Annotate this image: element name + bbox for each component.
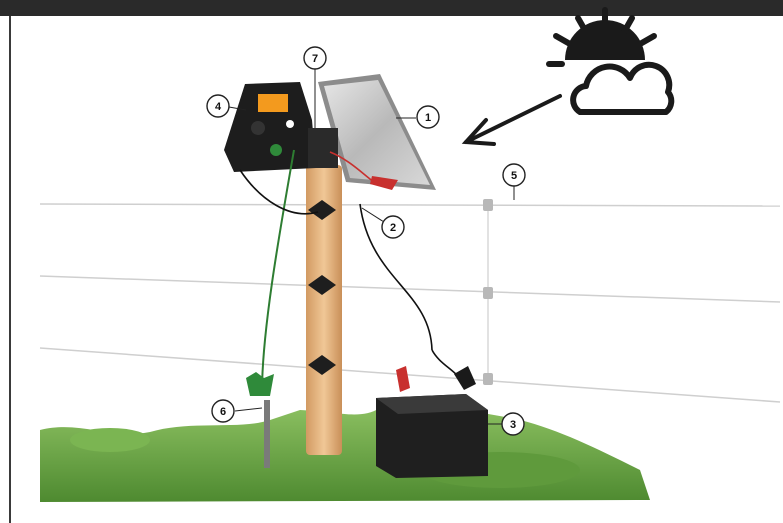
callout-6-number: 6 [220, 406, 226, 418]
callout-2-number: 2 [390, 222, 396, 234]
callout-5-number: 5 [511, 170, 517, 182]
battery [376, 394, 488, 478]
callout-6: 6 [212, 400, 262, 422]
energizer [224, 82, 338, 172]
battery-clamps [396, 366, 476, 392]
callout-1-number: 1 [425, 112, 431, 124]
callout-7-number: 7 [312, 53, 318, 65]
callout-3-number: 3 [510, 419, 516, 431]
arrow-icon [466, 96, 560, 144]
fence-wires [40, 204, 780, 402]
grass-ground [40, 406, 650, 502]
sun-cloud-icon [549, 10, 671, 112]
callout-4-number: 4 [215, 101, 222, 113]
callout-2: 2 [362, 208, 404, 238]
wooden-post [306, 165, 342, 455]
callout-5: 5 [503, 164, 525, 200]
